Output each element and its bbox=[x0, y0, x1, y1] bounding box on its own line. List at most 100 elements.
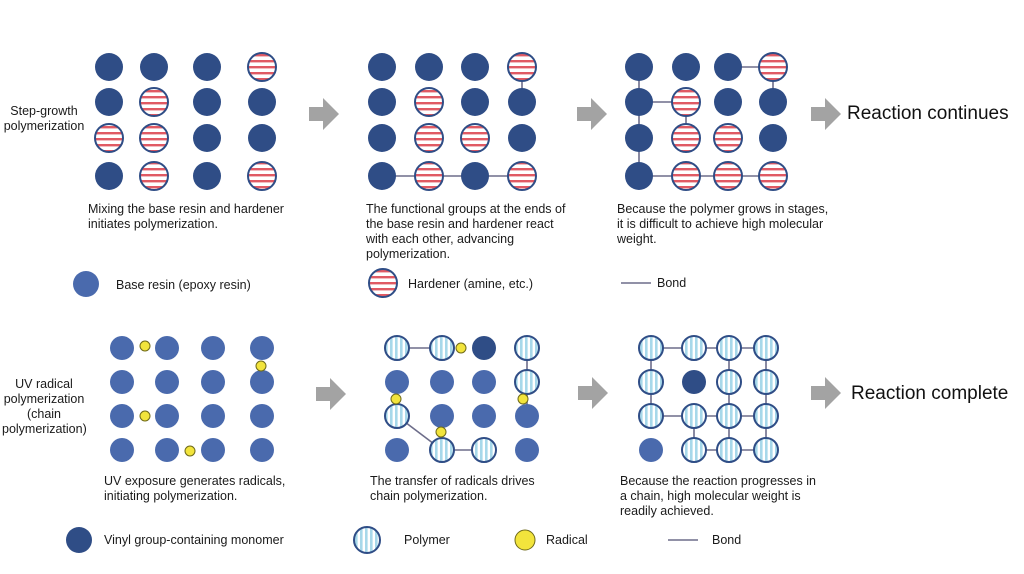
monomer-molecule bbox=[515, 438, 539, 462]
base-resin-molecule bbox=[368, 124, 396, 152]
polymer-unit bbox=[681, 437, 707, 463]
hardener-molecule bbox=[139, 161, 169, 191]
hardener-molecule bbox=[507, 52, 537, 82]
caption-step-2: The functional groups at the ends of the… bbox=[366, 202, 566, 261]
legend-polymer-icon bbox=[353, 526, 381, 554]
base-resin-molecule bbox=[193, 124, 221, 152]
base-resin-molecule bbox=[461, 162, 489, 190]
hardener-molecule bbox=[758, 161, 788, 191]
caption-uv-1: UV exposure generates radicals, initiati… bbox=[104, 474, 286, 503]
monomer-molecule bbox=[110, 336, 134, 360]
monomer-molecule bbox=[250, 370, 274, 394]
base-resin-molecule bbox=[368, 162, 396, 190]
monomer-molecule bbox=[155, 404, 179, 428]
polymer-unit bbox=[384, 335, 410, 361]
monomer-molecule bbox=[155, 370, 179, 394]
row-label-uv-radical: UV radical polymerization (chain polymer… bbox=[2, 377, 87, 436]
base-resin-molecule bbox=[714, 88, 742, 116]
hardener-molecule bbox=[247, 52, 277, 82]
step-arrow bbox=[578, 377, 608, 409]
hardener-molecule bbox=[758, 52, 788, 82]
hardener-molecule bbox=[671, 123, 701, 153]
monomer-molecule bbox=[639, 438, 663, 462]
monomer-molecule bbox=[250, 336, 274, 360]
polymer-unit bbox=[753, 369, 779, 395]
polymer-unit bbox=[638, 335, 664, 361]
hardener-molecule bbox=[414, 161, 444, 191]
hardener-molecule bbox=[671, 87, 701, 117]
monomer-molecule bbox=[515, 404, 539, 428]
legend-hardener-icon bbox=[368, 268, 398, 298]
hardener-molecule bbox=[247, 161, 277, 191]
base-resin-molecule bbox=[193, 88, 221, 116]
base-resin-molecule bbox=[248, 88, 276, 116]
outcome-uv-radical: Reaction complete bbox=[851, 383, 1009, 404]
polymer-unit bbox=[638, 369, 664, 395]
legend-base-resin-label: Base resin (epoxy resin) bbox=[116, 278, 251, 292]
hardener-molecule bbox=[713, 161, 743, 191]
base-resin-molecule bbox=[95, 53, 123, 81]
step-arrow bbox=[811, 377, 841, 409]
monomer-molecule bbox=[201, 438, 225, 462]
base-resin-molecule bbox=[248, 124, 276, 152]
monomer-molecule bbox=[201, 404, 225, 428]
hardener-molecule bbox=[671, 161, 701, 191]
radical-dot bbox=[255, 360, 267, 372]
base-resin-molecule bbox=[140, 53, 168, 81]
monomer-molecule bbox=[110, 370, 134, 394]
monomer-molecule bbox=[430, 370, 454, 394]
base-resin-molecule bbox=[461, 53, 489, 81]
monomer-molecule bbox=[201, 336, 225, 360]
polymer-unit bbox=[638, 403, 664, 429]
radical-dot bbox=[390, 393, 402, 405]
monomer-molecule bbox=[155, 336, 179, 360]
polymer-unit bbox=[716, 335, 742, 361]
legend-bond-label-uv: Bond bbox=[712, 533, 742, 547]
base-resin-molecule bbox=[625, 53, 653, 81]
monomer-molecule bbox=[385, 438, 409, 462]
polymer-unit bbox=[471, 437, 497, 463]
polymer-unit bbox=[681, 403, 707, 429]
hardener-molecule bbox=[414, 123, 444, 153]
base-resin-molecule bbox=[508, 124, 536, 152]
base-resin-molecule bbox=[682, 370, 706, 394]
monomer-molecule bbox=[250, 404, 274, 428]
hardener-molecule bbox=[139, 87, 169, 117]
monomer-molecule bbox=[155, 438, 179, 462]
base-resin-molecule bbox=[759, 124, 787, 152]
polymer-unit bbox=[514, 369, 540, 395]
polymer-unit bbox=[429, 437, 455, 463]
monomer-molecule bbox=[472, 370, 496, 394]
caption-step-1: Mixing the base resin and hardener initi… bbox=[88, 202, 284, 231]
polymer-unit bbox=[681, 335, 707, 361]
radical-dot bbox=[517, 393, 529, 405]
base-resin-molecule bbox=[368, 53, 396, 81]
caption-step-3: Because the polymer grows in stages, it … bbox=[617, 202, 829, 246]
base-resin-molecule bbox=[193, 53, 221, 81]
step-arrow bbox=[309, 98, 339, 130]
monomer-molecule bbox=[385, 370, 409, 394]
legend-hardener-label: Hardener (amine, etc.) bbox=[408, 277, 534, 291]
outcome-step-growth: Reaction continues bbox=[847, 103, 1009, 124]
radical-dot bbox=[139, 410, 151, 422]
hardener-molecule bbox=[94, 123, 124, 153]
base-resin-molecule bbox=[759, 88, 787, 116]
polymer-unit bbox=[429, 335, 455, 361]
legend-radical-icon bbox=[514, 529, 536, 551]
base-resin-molecule bbox=[625, 162, 653, 190]
legend-radical-label: Radical bbox=[546, 533, 588, 547]
polymer-unit bbox=[384, 403, 410, 429]
radical-dot bbox=[455, 342, 467, 354]
monomer-molecule bbox=[250, 438, 274, 462]
radical-dot bbox=[139, 340, 151, 352]
base-resin-molecule bbox=[415, 53, 443, 81]
legend-monomer-label: Vinyl group-containing monomer bbox=[104, 533, 284, 547]
base-resin-molecule bbox=[461, 88, 489, 116]
step-arrow bbox=[811, 98, 841, 130]
polymer-unit bbox=[753, 403, 779, 429]
polymer-unit bbox=[753, 437, 779, 463]
legend-base-resin-icon bbox=[73, 271, 99, 297]
monomer-molecule bbox=[201, 370, 225, 394]
polymer-unit bbox=[716, 403, 742, 429]
